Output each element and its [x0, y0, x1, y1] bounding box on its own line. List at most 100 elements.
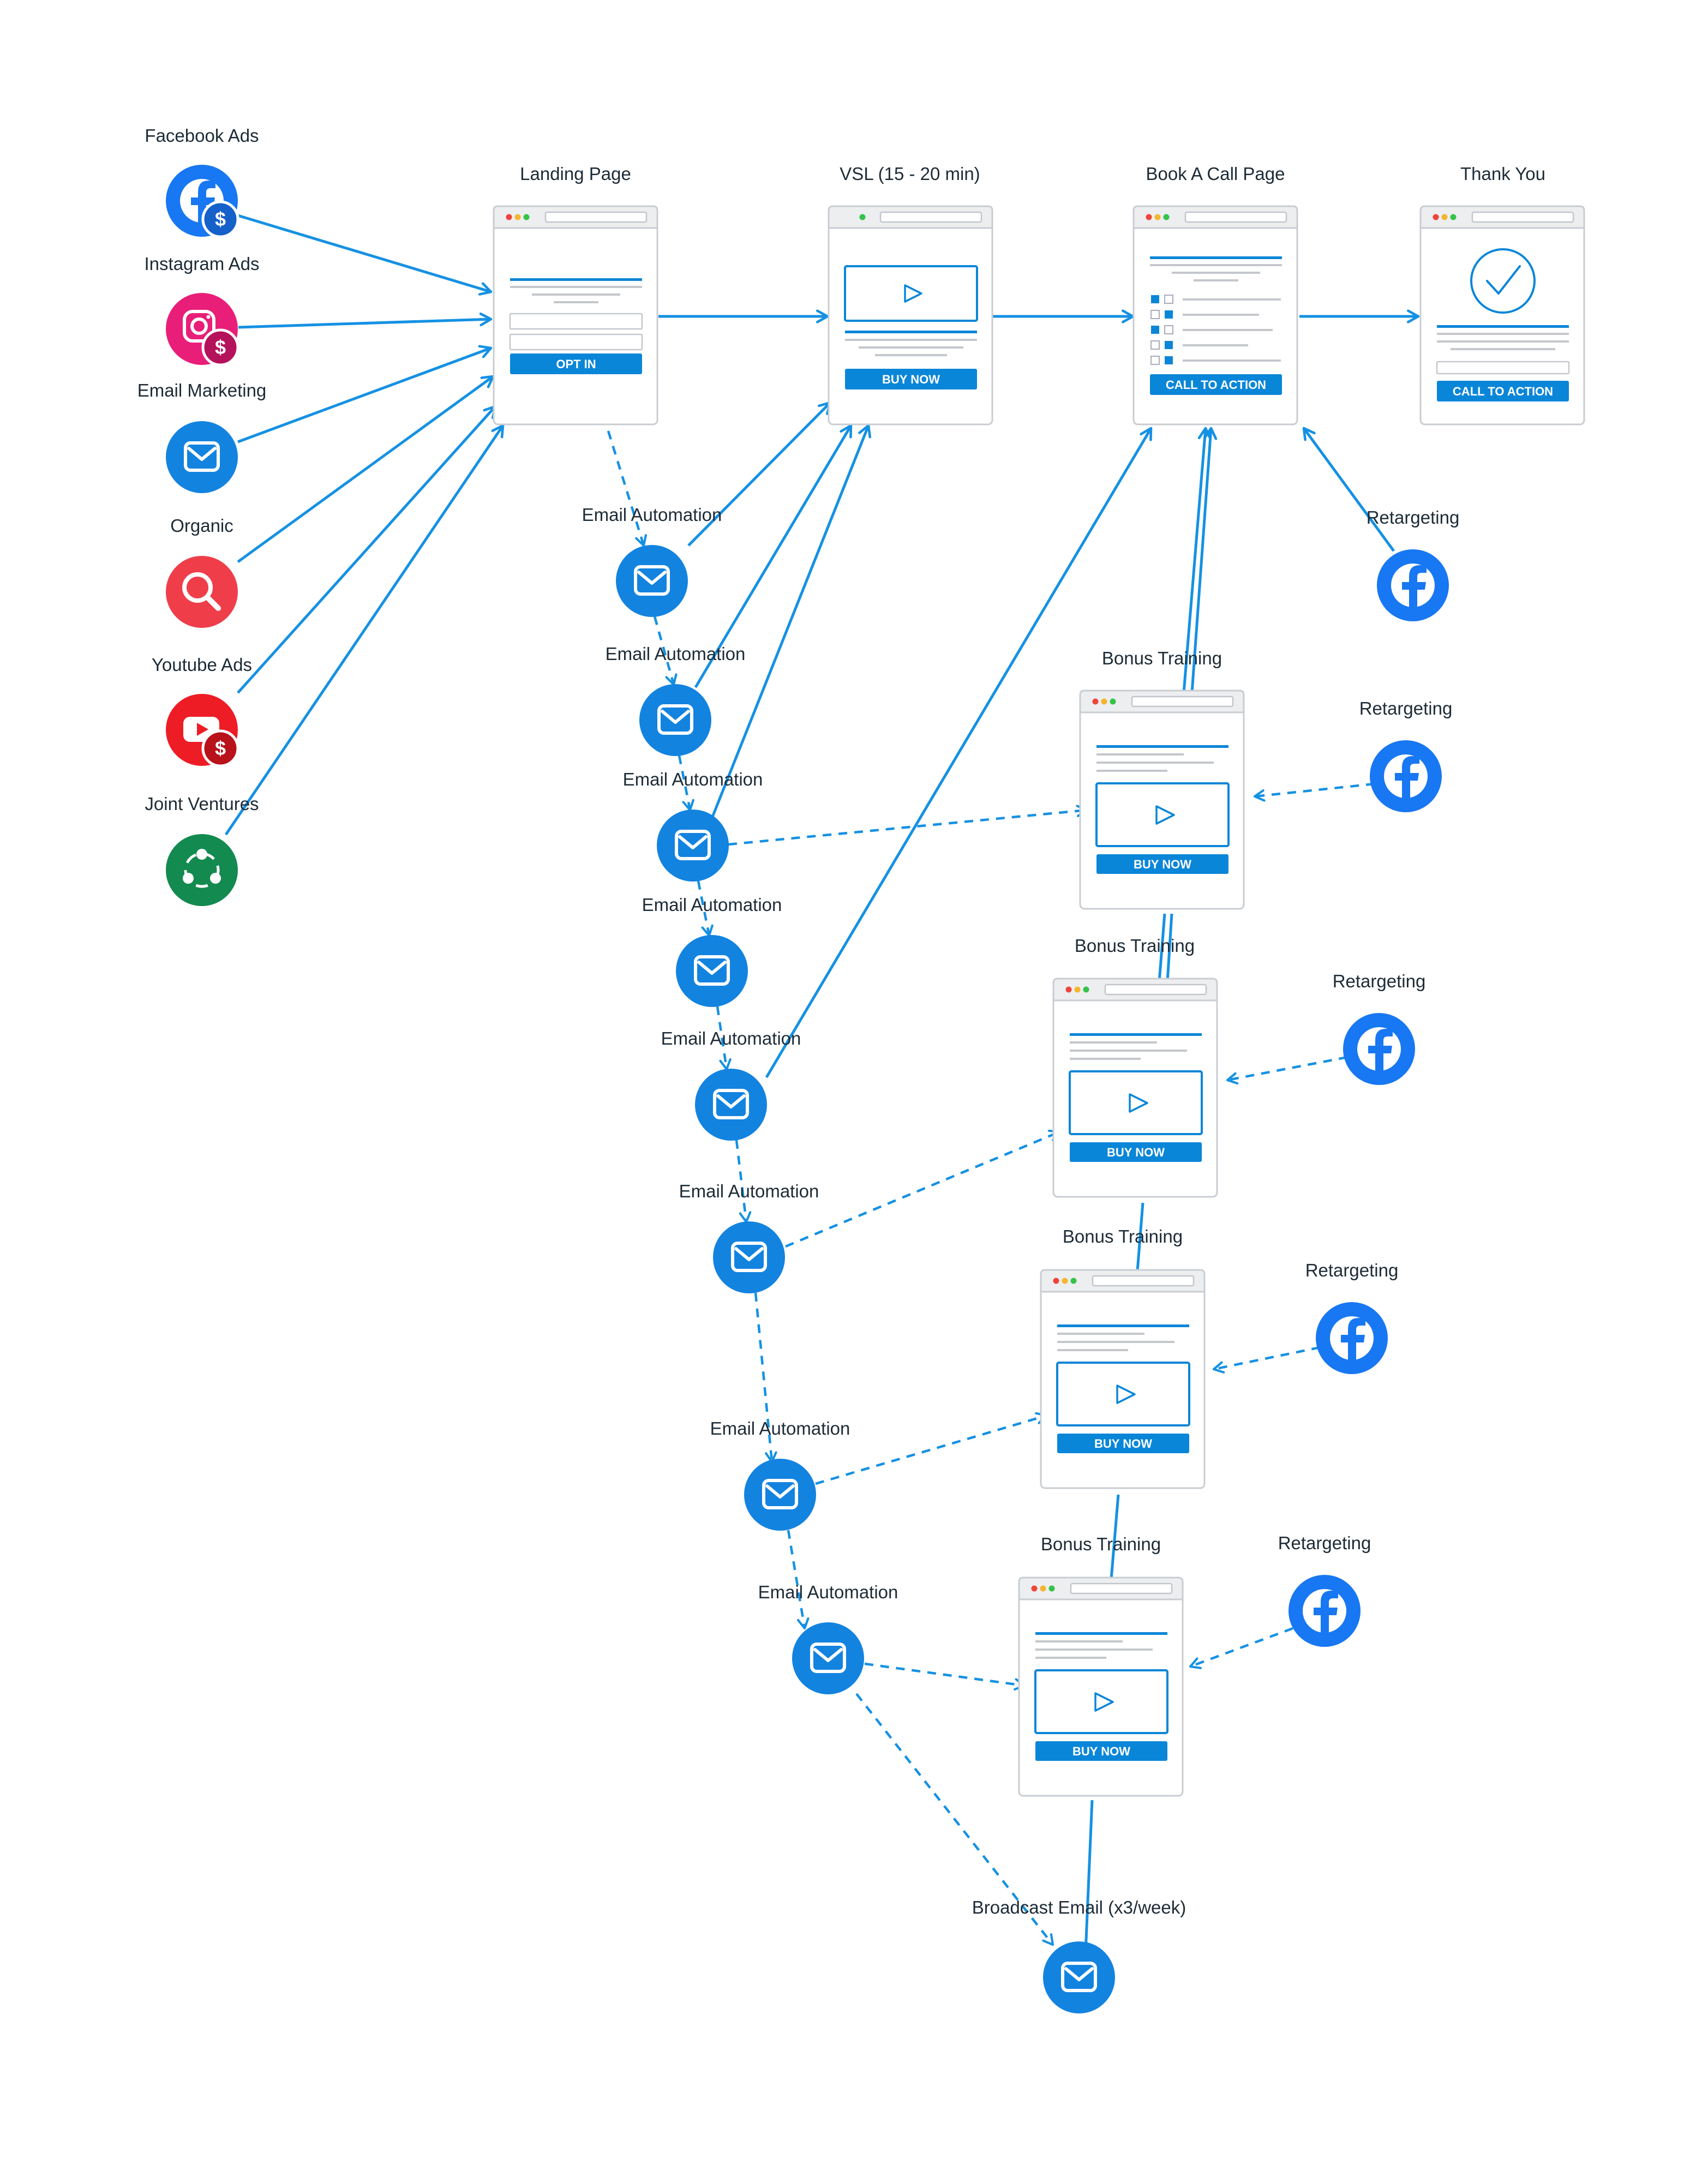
edge-bonus-1-to-book-call [1182, 428, 1206, 693]
search-icon [166, 556, 238, 628]
buy-now-button-label: BUY NOW [1134, 858, 1191, 871]
facebook-icon [1289, 1575, 1361, 1647]
email-automation-1[interactable]: Email Automation [582, 505, 722, 617]
call-to-action-button[interactable] [1437, 381, 1569, 401]
bonus-training-mockup: BUY NOW [1019, 1578, 1183, 1796]
bonus-training-2[interactable]: Bonus Training BUY NOW [1053, 936, 1217, 1197]
email-automation-2[interactable]: Email Automation [606, 644, 746, 756]
connectors [224, 214, 1418, 1953]
edge-instagram-ads-to-landing [238, 319, 491, 329]
edge-email-8-to-bonus-4 [864, 1662, 1024, 1686]
call-to-action-button[interactable] [1150, 374, 1282, 395]
source-joint-ventures[interactable]: Joint Ventures [145, 794, 259, 906]
instagram-dollar-icon: $ [166, 293, 239, 367]
broadcast-label: Broadcast Email (x3/week) [972, 1897, 1186, 1917]
email-automation-4[interactable]: Email Automation [642, 895, 782, 1007]
page-title: Landing Page [520, 164, 631, 184]
retargeting-5[interactable]: Retargeting [1278, 1533, 1371, 1647]
facebook-icon [1343, 1013, 1415, 1085]
bonus-trainings: Bonus Training BUY NOW Bonus Training BU… [1019, 648, 1244, 1796]
edge-email-6-to-7 [754, 1292, 772, 1462]
edge-joint-ventures-to-landing [224, 425, 503, 836]
source-instagram-ads[interactable]: Instagram Ads $ [145, 254, 260, 367]
edge-bonus-3-to-bonus-2 [1136, 1202, 1144, 1272]
source-facebook-ads[interactable]: Facebook Ads $ [145, 125, 259, 238]
email-automation-6[interactable]: Email Automation [679, 1181, 819, 1293]
source-label: Joint Ventures [145, 794, 259, 814]
edge-facebook-ads-to-landing [237, 214, 491, 292]
edge-retargeting-to-bonus-2 [1227, 1056, 1348, 1080]
edge-email-8-to-broadcast [855, 1693, 1053, 1945]
youtube-dollar-icon: $ [166, 694, 239, 768]
edge-email-7-to-bonus-3 [815, 1416, 1046, 1485]
buy-now-button-label: BUY NOW [1094, 1437, 1152, 1450]
facebook-icon [1377, 549, 1449, 621]
retargeting-4[interactable]: Retargeting [1305, 1260, 1399, 1374]
share-network-icon [166, 834, 238, 906]
bonus-training-mockup: BUY NOW [1041, 1270, 1204, 1488]
email-icon [744, 1459, 816, 1531]
email-automation-7[interactable]: Email Automation [710, 1418, 850, 1531]
thank-you-page-mockup: CALL TO ACTION [1419, 205, 1585, 425]
email-label: Email Automation [582, 505, 722, 525]
source-label: Organic [170, 515, 233, 536]
opt-in-button-label: OPT IN [556, 357, 596, 371]
page-title: Thank You [1460, 164, 1545, 184]
edge-email-marketing-to-landing [237, 348, 491, 443]
retargeting-3[interactable]: Retargeting [1333, 971, 1426, 1085]
checkmark-icon [1470, 248, 1536, 314]
email-icon [1043, 1941, 1115, 2013]
email-icon [657, 810, 729, 882]
email-icon [616, 545, 688, 617]
source-email-marketing[interactable]: Email Marketing [137, 380, 267, 493]
retargeting-label: Retargeting [1305, 1260, 1399, 1280]
edge-bonus-2b-to-bonus-1 [1166, 913, 1173, 982]
email-automation-3[interactable]: Email Automation [623, 769, 763, 882]
page-title: Bonus Training [1063, 1226, 1183, 1246]
email-automation-5[interactable]: Email Automation [661, 1028, 801, 1141]
retargeting-nodes: Retargeting Retargeting Retargeting Reta… [1278, 507, 1460, 1647]
opt-in-button[interactable] [510, 353, 642, 374]
bonus-training-mockup: BUY NOW [1080, 691, 1244, 909]
email-label: Email Automation [623, 769, 763, 789]
email-icon [166, 421, 238, 493]
broadcast-email[interactable]: Broadcast Email (x3/week) [972, 1897, 1186, 2013]
landing-page-mockup: OPT IN [493, 205, 658, 425]
email-label: Email Automation [642, 895, 782, 915]
facebook-icon [1370, 740, 1442, 812]
email-automations: Email Automation Email Automation Email … [582, 505, 1186, 2013]
edge-organic-to-landing [237, 376, 493, 564]
vsl-page[interactable]: VSL (15 - 20 min) BUY NOW [828, 164, 993, 425]
bonus-training-1[interactable]: Bonus Training BUY NOW [1080, 648, 1244, 909]
email-label: Email Automation [661, 1028, 801, 1048]
edge-email-1-to-2 [653, 616, 674, 685]
edge-email-6-to-bonus-2 [785, 1132, 1059, 1248]
call-to-action-button-label: CALL TO ACTION [1453, 385, 1553, 398]
bonus-training-3[interactable]: Bonus Training BUY NOW [1041, 1226, 1204, 1488]
email-automation-8[interactable]: Email Automation [758, 1582, 898, 1694]
edge-email-4-to-5 [716, 1006, 727, 1069]
edge-email-5-to-6 [735, 1140, 746, 1222]
svg-text:$: $ [215, 336, 226, 358]
buy-now-button[interactable] [845, 369, 977, 389]
book-call-page[interactable]: Book A Call Page CALL TO ACTION [1132, 164, 1298, 425]
traffic-sources: Facebook Ads $ Instagram Ads $ Em [137, 125, 267, 906]
svg-text:$: $ [215, 208, 226, 230]
bonus-training-4[interactable]: Bonus Training BUY NOW [1019, 1534, 1183, 1796]
retargeting-2[interactable]: Retargeting [1359, 698, 1453, 812]
landing-page[interactable]: Landing Page OPT IN [493, 164, 658, 425]
page-title: Bonus Training [1041, 1534, 1161, 1554]
edge-email-5-to-book-call [765, 428, 1151, 1078]
source-youtube-ads[interactable]: Youtube Ads $ [152, 655, 252, 768]
email-icon [639, 684, 711, 756]
thank-you-page[interactable]: Thank You CALL TO ACTION [1419, 164, 1585, 425]
source-label: Facebook Ads [145, 125, 259, 146]
buy-now-button-label: BUY NOW [1072, 1745, 1130, 1758]
source-organic[interactable]: Organic [166, 515, 238, 628]
retargeting-label: Retargeting [1333, 971, 1426, 991]
retargeting-label: Retargeting [1367, 507, 1460, 527]
edge-email-3-to-bonus-1 [728, 810, 1087, 846]
facebook-icon [1316, 1302, 1388, 1374]
retargeting-1[interactable]: Retargeting [1367, 507, 1460, 621]
